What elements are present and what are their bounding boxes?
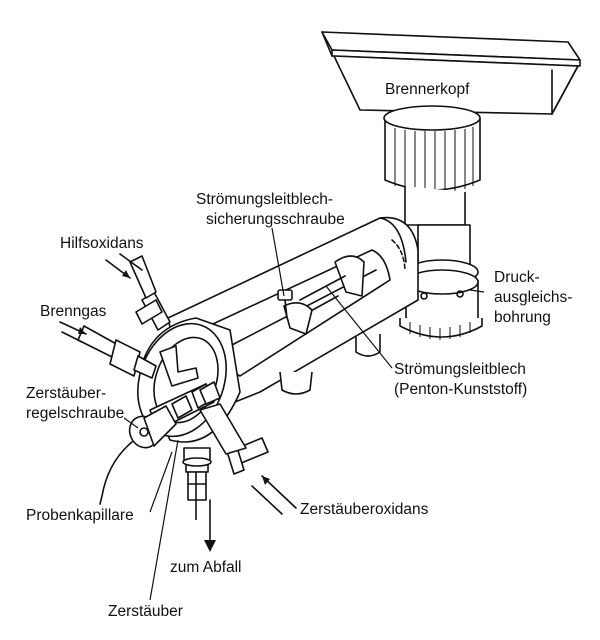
pressure-chamber (399, 224, 483, 340)
label-brennerkopf: Brennerkopf (385, 81, 470, 98)
label-druckausgleichsbohrung-2: ausgleichs- (494, 289, 572, 306)
nebulizer-adjust-screw (128, 381, 221, 449)
label-druckausgleichsbohrung-1: Druck- (494, 269, 540, 286)
label-zerstaeuberregelschraube-1: Zerstäuber- (26, 385, 106, 402)
label-zum-abfall: zum Abfall (170, 559, 242, 576)
label-penton-kunststoff: (Penton-Kunststoff) (394, 381, 527, 398)
securing-screw (277, 289, 293, 319)
auxiliary-oxidant-fitting (129, 255, 171, 331)
leader-lines (123, 227, 485, 601)
label-stroemungsleitblech-sicherungsschraube-1: Strömungsleitblech- (196, 191, 333, 208)
fuel-gas-fitting (77, 325, 157, 379)
label-druckausgleichsbohrung-3: bohrung (494, 309, 551, 326)
flow-arrows (59, 253, 297, 552)
nebulizer-oxidant-inlet (199, 403, 269, 475)
drain-outlet (182, 447, 212, 520)
label-hilfsoxidans: Hilfsoxidans (60, 235, 144, 252)
mounting-bracket (159, 345, 199, 387)
sample-capillary-tube (99, 441, 133, 505)
label-stroemungsleitblech: Strömungsleitblech (394, 361, 526, 378)
label-zerstaeuberoxidans: Zerstäuberoxidans (300, 501, 429, 518)
burner-head (321, 31, 581, 115)
label-stroemungsleitblech-sicherungsschraube-2: sicherungsschraube (206, 211, 345, 228)
label-zerstaeuber: Zerstäuber (108, 603, 183, 620)
burner-neck (383, 105, 481, 226)
label-zerstaeuberregelschraube-2: regelschraube (26, 405, 124, 422)
label-probenkapillare: Probenkapillare (26, 507, 134, 524)
label-brenngas: Brenngas (40, 303, 107, 320)
